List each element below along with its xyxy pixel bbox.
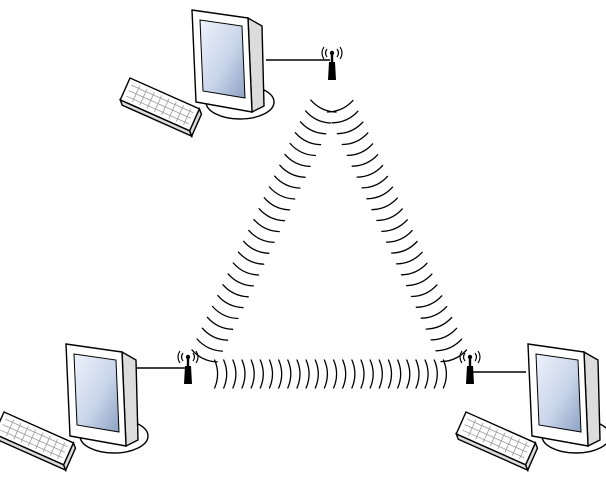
wave-arc: [241, 359, 246, 389]
wave-arc: [268, 186, 296, 200]
wave-arc: [227, 273, 255, 287]
wave-arc: [222, 284, 249, 298]
wave-arc: [425, 316, 453, 330]
wireless-link-computer-top-to-computer-bottom-right: [326, 99, 468, 363]
computer-top: [117, 9, 275, 137]
wave-arc: [356, 164, 384, 178]
wave-arc: [342, 359, 347, 389]
antenna-bottom-right: [459, 350, 481, 385]
wave-arc: [410, 284, 438, 298]
wave-arc: [304, 110, 332, 124]
wave-arc: [289, 142, 317, 157]
wave-arc: [433, 359, 438, 389]
wave-arc: [232, 262, 260, 276]
antenna-top: [321, 46, 343, 81]
wireless-links: [191, 99, 468, 389]
wave-arc: [232, 359, 237, 389]
wave-arc: [250, 359, 255, 389]
wave-arc: [223, 359, 228, 389]
desktop-computer-icon: [0, 343, 149, 471]
wave-arc: [206, 316, 234, 330]
desktop-computer-icon: [453, 343, 606, 471]
wave-arc: [424, 359, 429, 389]
wave-arc: [336, 121, 364, 135]
wave-arc: [331, 110, 359, 124]
computer-bottom-right: [453, 343, 606, 471]
wave-arc: [299, 121, 327, 135]
wave-arc: [351, 359, 356, 389]
wave-arc: [273, 175, 301, 189]
wave-arc: [430, 327, 458, 341]
wave-arc: [395, 251, 423, 265]
antenna-icon: [321, 46, 343, 81]
wave-arc: [191, 349, 218, 363]
wave-arc: [378, 359, 383, 389]
wave-arc: [346, 143, 374, 157]
wave-arc: [387, 359, 393, 389]
wave-arc: [341, 132, 369, 146]
wave-arc: [268, 359, 274, 389]
wave-arc: [442, 359, 448, 389]
wave-arc: [259, 359, 264, 389]
wave-arc: [415, 295, 443, 308]
wave-arc: [323, 359, 329, 389]
wave-arc: [278, 359, 283, 389]
wave-arc: [213, 359, 219, 389]
wave-arc: [242, 240, 270, 254]
wave-arc: [211, 305, 239, 320]
wave-arc: [351, 154, 379, 167]
wave-arc: [369, 359, 374, 389]
wave-arc: [196, 338, 224, 352]
wave-arc: [248, 229, 275, 244]
wave-arc: [287, 359, 292, 389]
wireless-link-computer-top-to-computer-bottom-left: [191, 99, 337, 363]
wave-arc: [361, 175, 389, 189]
wave-arc: [386, 229, 413, 243]
wave-arc: [366, 186, 394, 200]
wave-arc: [314, 359, 319, 389]
wave-arc: [253, 218, 280, 233]
wave-arc: [326, 99, 354, 113]
wave-arc: [415, 359, 420, 389]
wave-arc: [371, 197, 399, 211]
wave-arc: [406, 359, 411, 389]
wave-arc: [310, 99, 337, 113]
wave-arc: [305, 359, 310, 389]
wave-arc: [294, 132, 322, 146]
desktop-computer-icon: [117, 9, 275, 137]
computer-bottom-left: [0, 343, 149, 471]
wave-arc: [217, 294, 244, 309]
wave-arc: [420, 305, 448, 319]
wave-arc: [284, 153, 311, 168]
wave-arc: [397, 359, 402, 389]
wave-arc: [360, 359, 365, 389]
antenna-icon: [459, 350, 481, 385]
wave-arc: [201, 327, 229, 341]
wave-arc: [391, 240, 418, 254]
wave-arc: [376, 208, 403, 222]
wave-arc: [258, 208, 286, 222]
wave-arc: [237, 251, 265, 265]
wireless-link-computer-bottom-left-to-computer-bottom-right: [213, 359, 448, 389]
wave-arc: [405, 273, 433, 287]
wave-arc: [332, 359, 338, 389]
wave-arc: [435, 338, 463, 352]
wave-arc: [440, 349, 468, 363]
wave-arc: [263, 197, 291, 211]
wave-arc: [381, 219, 408, 233]
wave-arc: [279, 164, 306, 178]
wave-arc: [400, 262, 428, 276]
wave-arc: [296, 359, 301, 389]
